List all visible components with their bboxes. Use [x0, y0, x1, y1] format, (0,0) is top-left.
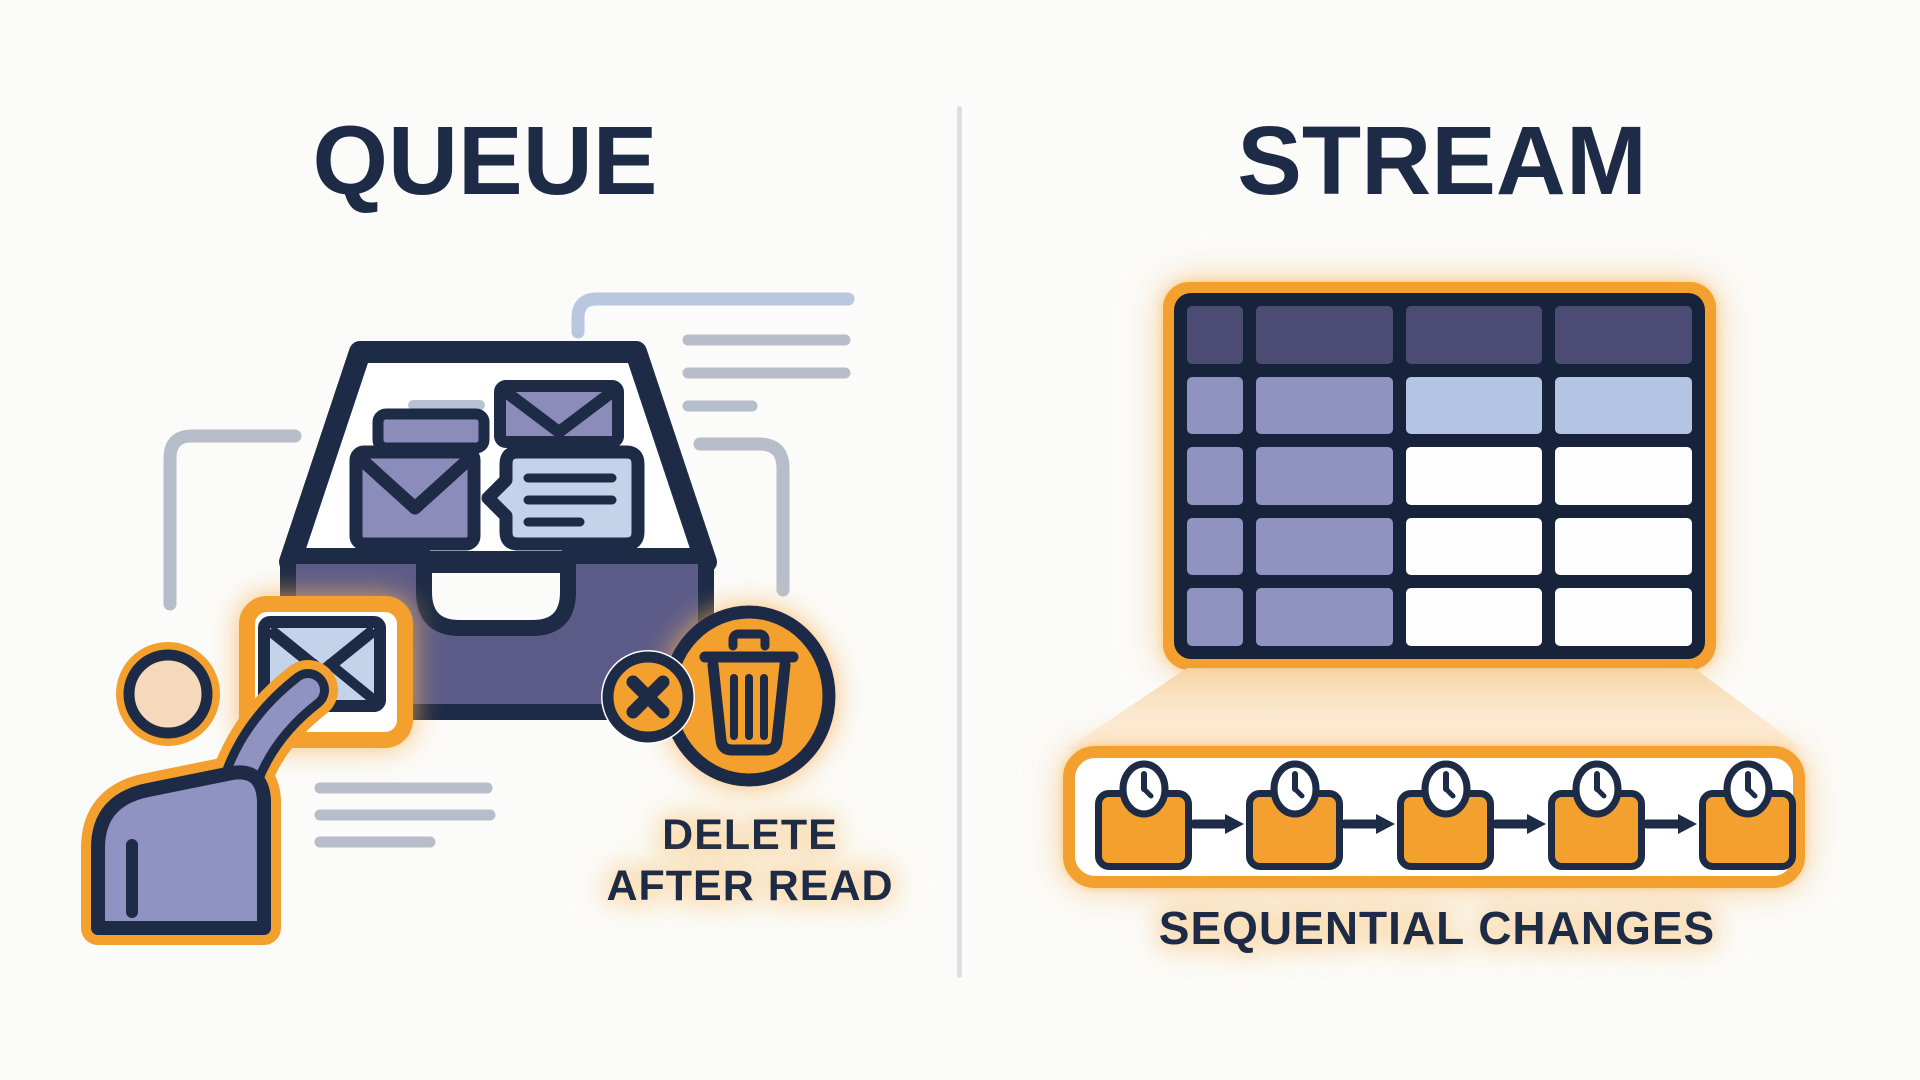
table-cell — [1256, 447, 1393, 505]
stream-event — [1699, 760, 1796, 870]
arrow-right-icon — [1343, 814, 1395, 834]
message-card-icon — [372, 408, 490, 454]
table-cell — [1405, 588, 1543, 646]
panel-divider — [957, 106, 962, 978]
funnel-shadow — [1065, 668, 1805, 750]
clock-icon — [1723, 760, 1772, 818]
stream-table-grid — [1174, 293, 1705, 659]
stream-event — [1397, 760, 1494, 870]
table-cell — [1555, 517, 1692, 576]
table-cell — [1187, 517, 1243, 576]
table-cell — [1405, 376, 1543, 435]
x-circle-icon — [601, 650, 695, 744]
text-lines-decoration — [163, 292, 855, 848]
clock-icon — [1119, 760, 1168, 818]
table-cell — [1555, 588, 1692, 646]
person-icon — [81, 642, 338, 945]
table-cell — [1256, 517, 1393, 576]
table-cell — [1555, 376, 1692, 435]
stream-event — [1095, 760, 1192, 870]
clock-icon — [1421, 760, 1470, 818]
table-cell — [1555, 306, 1692, 364]
arrow-right-icon — [1494, 814, 1546, 834]
stream-event — [1548, 760, 1645, 870]
table-cell — [1256, 306, 1393, 364]
sequential-timeline — [1063, 746, 1805, 888]
person-head — [123, 649, 213, 739]
queue-title: QUEUE — [312, 106, 658, 215]
queue-illustration — [81, 292, 855, 945]
table-cell — [1187, 447, 1243, 505]
clock-icon — [1572, 760, 1621, 818]
table-cell — [1555, 447, 1692, 505]
delete-after-read-icon — [601, 605, 836, 787]
arrow-right-icon — [1645, 814, 1697, 834]
envelope-icon — [349, 445, 481, 551]
stream-title: STREAM — [1237, 106, 1647, 215]
envelope-icon — [494, 380, 624, 448]
delete-caption-line2: AFTER READ — [606, 862, 894, 910]
delete-caption-line1: DELETE — [662, 811, 838, 859]
sequential-changes-caption: SEQUENTIAL CHANGES — [1158, 902, 1716, 954]
table-cell — [1187, 376, 1243, 435]
table-cell — [1256, 588, 1393, 646]
stream-event — [1246, 760, 1343, 870]
table-cell — [1405, 306, 1543, 364]
arrow-right-icon — [1192, 814, 1244, 834]
delete-after-read-caption: DELETE AFTER READ — [606, 810, 893, 912]
table-cell — [1187, 588, 1243, 646]
table-cell — [1405, 517, 1543, 576]
chat-bubble-icon — [481, 445, 645, 551]
trash-can-icon — [699, 629, 799, 756]
table-cell — [1405, 447, 1543, 505]
table-cell — [1256, 376, 1393, 435]
stream-table-icon — [1163, 282, 1716, 670]
clock-icon — [1270, 760, 1319, 818]
table-cell — [1187, 306, 1243, 364]
